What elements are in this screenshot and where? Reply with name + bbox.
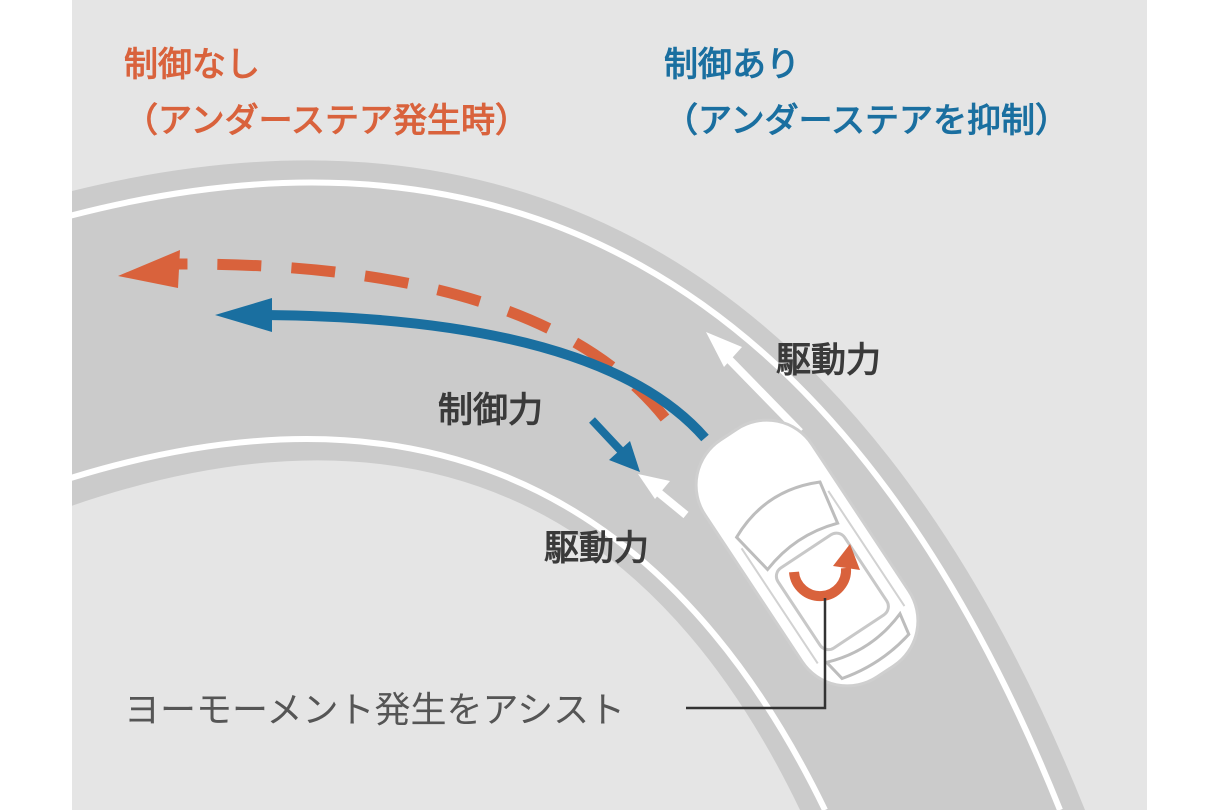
control-force-arrow xyxy=(589,417,625,455)
inner-lane-line xyxy=(72,436,828,810)
control-force-label: 制御力 xyxy=(438,391,543,431)
legend-without-control-subtitle: （アンダーステア発生時） xyxy=(124,101,529,141)
trajectory-with-control xyxy=(264,310,709,442)
legend-without-control-title: 制御なし xyxy=(124,45,260,85)
legend-with-control-subtitle: （アンダーステアを抑制） xyxy=(664,101,1069,141)
control-force-arrowhead xyxy=(609,441,640,472)
drive-force-inner-arrowhead xyxy=(638,474,670,499)
drive-force-inner-label: 駆動力 xyxy=(544,529,649,569)
drive-force-outer-arrowhead xyxy=(706,332,742,367)
yaw-moment-caption: ヨーモーメント発生をアシスト xyxy=(124,690,625,731)
yaw-moment-leader-line xyxy=(686,598,827,710)
rotation-arrowhead xyxy=(833,544,860,570)
orange-arrowhead xyxy=(118,250,180,288)
drive-force-outer-label: 駆動力 xyxy=(776,341,881,381)
blue-arrowhead xyxy=(215,298,272,332)
drive-force-outer-arrow xyxy=(719,349,803,435)
rotation-arrow-icon xyxy=(789,567,852,601)
legend-with-control-title: 制御あり xyxy=(664,45,800,85)
car-top-view-icon xyxy=(694,418,920,688)
outer-lane-line xyxy=(72,179,1063,810)
